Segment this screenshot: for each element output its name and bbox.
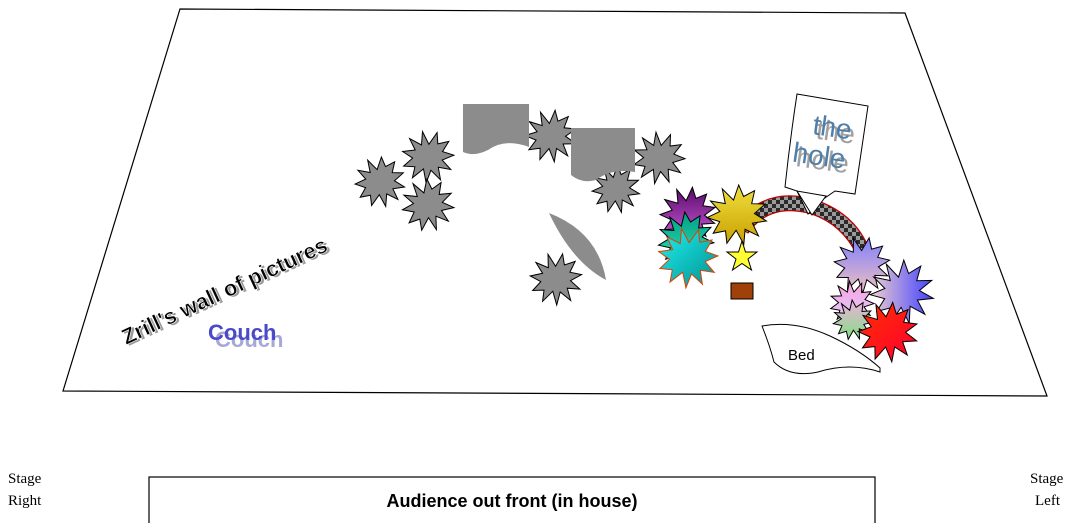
- the-hole-callout: [784, 93, 869, 215]
- brown-box: [730, 282, 754, 300]
- audience-label: Audience out front (in house): [387, 491, 638, 511]
- callout-pointer-arrow: [795, 190, 827, 216]
- the-hole-label-group: the the hole hole: [791, 109, 857, 179]
- stage-right-line2: Right: [8, 493, 42, 509]
- audience-box: [148, 476, 876, 523]
- burst-cyan: [657, 227, 720, 290]
- gray-burst-7: [528, 252, 584, 307]
- stage-left-line2: Left: [1035, 493, 1061, 509]
- the-hole-line2: hole: [791, 137, 848, 175]
- bed-label: Bed: [788, 347, 815, 364]
- picture-panel-right: [571, 128, 635, 182]
- burst-yellow: [705, 183, 768, 246]
- picture-panel-curved: [549, 213, 606, 280]
- gray-burst-2: [401, 129, 456, 185]
- star-marker: [725, 239, 759, 272]
- bed-banner: [761, 323, 881, 375]
- gray-burst-3: [400, 177, 456, 232]
- couch-label: Couch: [208, 320, 276, 345]
- the-hole-line1: the: [811, 109, 854, 145]
- colored-picture-bursts: [657, 183, 936, 364]
- picture-panel-left: [463, 104, 529, 155]
- gray-burst-1: [353, 155, 406, 209]
- couch-shadow: Couch: [215, 327, 283, 352]
- burst-red: [856, 301, 919, 364]
- gray-burst-5: [632, 130, 687, 186]
- stage-left-line1: Stage: [1030, 471, 1064, 487]
- wall-picture-bursts: [353, 108, 687, 307]
- burst-lilac: [832, 236, 891, 295]
- the-hole-shadow-line2: hole: [794, 141, 851, 179]
- stage-right-line1: Stage: [8, 471, 42, 487]
- gray-burst-4: [523, 108, 578, 164]
- the-hole-shadow-line1: the: [814, 114, 857, 150]
- gray-burst-6: [590, 163, 641, 215]
- burst-blue: [868, 258, 936, 326]
